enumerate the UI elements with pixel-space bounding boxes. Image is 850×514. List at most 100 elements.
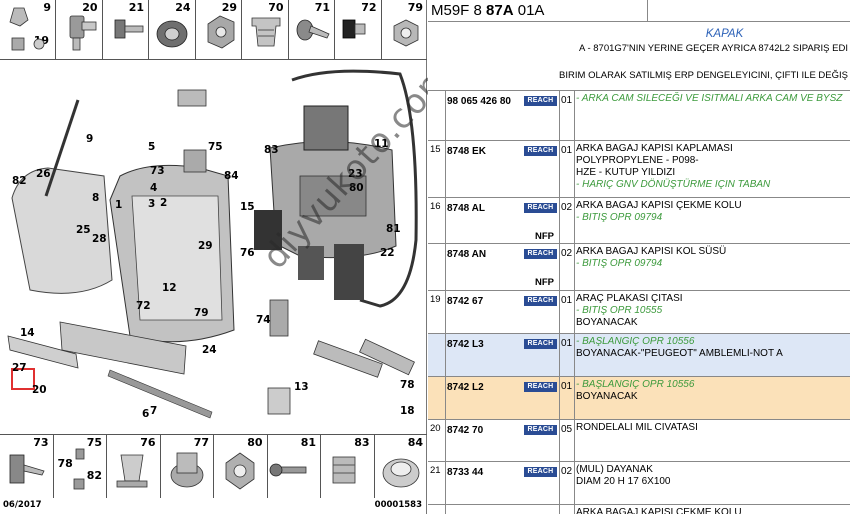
part-number: 83	[354, 436, 370, 449]
callout-label[interactable]: 2	[160, 197, 167, 209]
callout-label[interactable]: 24	[202, 344, 217, 356]
callout-label[interactable]: 80	[349, 182, 364, 194]
part-cell-24[interactable]: 24	[149, 0, 196, 59]
part-reference[interactable]: 8742 L2	[447, 382, 484, 393]
handle-17	[359, 338, 415, 376]
part-cell-76[interactable]: 76	[107, 435, 161, 498]
callout-label[interactable]: 28	[92, 233, 107, 245]
part-reference[interactable]: 8748 AL	[447, 203, 485, 214]
part-cell-21[interactable]: 21	[103, 0, 149, 59]
highlight-19	[11, 368, 35, 390]
part-cell-77[interactable]: 77	[161, 435, 214, 498]
part-reference[interactable]: 8742 L3	[447, 339, 484, 350]
part-reference[interactable]: 98 065 426 80	[447, 96, 511, 107]
part-reference[interactable]: 8742 67	[447, 296, 484, 307]
part-cell-75[interactable]: 75 78 82	[54, 435, 107, 498]
part-number: 82	[86, 469, 102, 482]
quantity: 02	[561, 248, 573, 259]
part-cell-79[interactable]: 79	[382, 0, 428, 59]
section-note-1: A - 8701G7'NIN YERINE GEÇER AYRICA 8742L…	[579, 43, 848, 54]
bottom-parts-strip: 73 75 78 82 76 77	[0, 434, 427, 498]
callout-label[interactable]: 82	[12, 175, 27, 187]
part-cell-83[interactable]: 83	[321, 435, 375, 498]
callout-label[interactable]: 79	[194, 307, 209, 319]
callout-label[interactable]: 26	[36, 168, 51, 180]
callout-label[interactable]: 15	[240, 201, 255, 213]
row-index: 16	[430, 201, 441, 212]
diagram-date: 06/2017	[3, 500, 42, 510]
quantity: 05	[561, 424, 573, 435]
pad-24	[254, 210, 282, 250]
callout-label[interactable]: 5	[148, 141, 155, 153]
part-number: 9	[43, 1, 51, 14]
callout-label[interactable]: 12	[162, 282, 177, 294]
part-reference[interactable]: 8742 70	[447, 425, 484, 436]
part-cell-29[interactable]: 29	[196, 0, 242, 59]
clip-icon	[9, 7, 45, 51]
callout-label[interactable]: 1	[115, 199, 122, 211]
callout-label[interactable]: 84	[224, 170, 239, 182]
callout-label[interactable]: 27	[12, 362, 27, 374]
callout-label[interactable]: 83	[264, 144, 279, 156]
callout-label[interactable]: 74	[256, 314, 271, 326]
part-description: RONDELALI MIL CIVATASI	[576, 422, 850, 434]
part-number: 78	[57, 457, 73, 470]
part-cell-73[interactable]: 73	[0, 435, 54, 498]
callout-label[interactable]: 75	[208, 141, 223, 153]
callout-label[interactable]: 20	[32, 384, 47, 396]
part-cell-71[interactable]: 71	[289, 0, 335, 59]
callout-label[interactable]: 23	[348, 168, 363, 180]
description-line: ARAÇ PLAKASI ÇITASI	[576, 293, 683, 304]
callout-label[interactable]: 11	[374, 138, 389, 150]
top-parts-strip: 9 19 20 21 24	[0, 0, 427, 60]
part-reference[interactable]: 8748 AN	[447, 249, 487, 260]
quantity: 01	[561, 381, 573, 392]
callout-label[interactable]: 72	[136, 300, 151, 312]
part-cell-84[interactable]: 84	[375, 435, 428, 498]
part-reference[interactable]: 8733 44	[447, 467, 484, 478]
part-number: 73	[33, 436, 49, 449]
quantity: 02	[561, 466, 573, 477]
bolt-pair-icon	[73, 448, 84, 490]
callout-label[interactable]: 6	[142, 408, 149, 420]
callout-label[interactable]: 7	[150, 405, 157, 417]
part-cell-9[interactable]: 9 19	[0, 0, 56, 59]
callout-label[interactable]: 29	[198, 240, 213, 252]
callout-label[interactable]: 76	[240, 247, 255, 259]
table-row[interactable]: ARKA BAGAJ KAPISI ÇEKME KOLU	[428, 504, 850, 514]
callout-label[interactable]: 13	[294, 381, 309, 393]
callout-label[interactable]: 8	[92, 192, 99, 204]
callout-label[interactable]: 4	[150, 182, 157, 194]
callout-label[interactable]: 73	[150, 165, 165, 177]
callout-label[interactable]: 81	[386, 223, 401, 235]
part-number: 21	[128, 1, 144, 14]
part-cell-81[interactable]: 81	[268, 435, 321, 498]
callout-label[interactable]: 78	[400, 379, 415, 391]
part-cell-80[interactable]: 80	[214, 435, 268, 498]
callout-label[interactable]: 14	[20, 327, 35, 339]
part-cell-20[interactable]: 20	[56, 0, 103, 59]
callout-label[interactable]: 19	[14, 433, 29, 434]
description-line: BOYANACAK	[576, 317, 638, 328]
part-cell-70[interactable]: 70	[242, 0, 289, 59]
callout-label[interactable]: 3	[148, 198, 155, 210]
diagram-code: 00001583	[374, 500, 422, 510]
part-cell-72[interactable]: 72	[335, 0, 382, 59]
callout-label[interactable]: 22	[380, 247, 395, 259]
applicability-note: - BAŞLANGIÇ OPR 10556	[576, 379, 695, 390]
part-reference[interactable]: 8748 EK	[447, 146, 486, 157]
callout-label[interactable]: 25	[76, 224, 91, 236]
applicability-note: - BITIŞ OPR 09794	[576, 212, 663, 223]
callout-label[interactable]: 9	[86, 133, 93, 145]
callout-label[interactable]: 18	[400, 405, 415, 417]
quantity: 01	[561, 145, 573, 156]
